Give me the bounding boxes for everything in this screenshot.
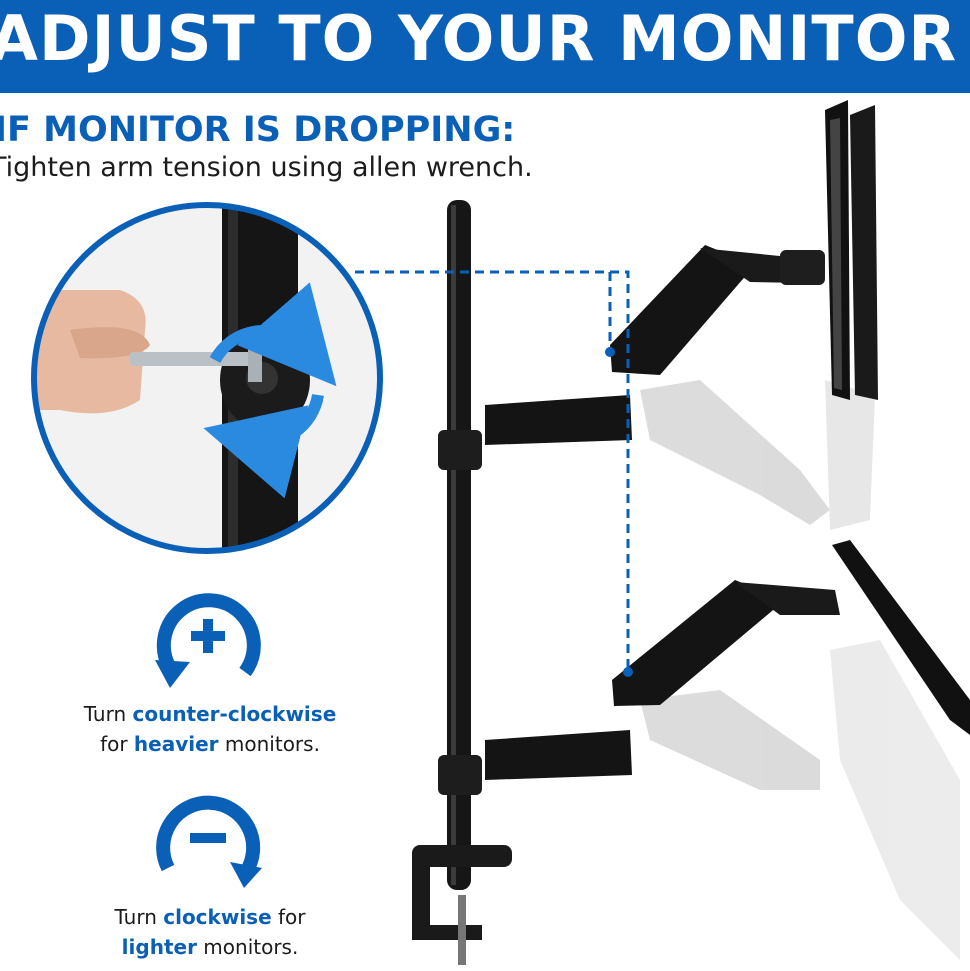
- lighter-caption: Turn clockwise for lighter monitors.: [40, 902, 380, 962]
- warning-subtitle: Tighten arm tension using allen wrench.: [0, 152, 533, 183]
- caption-text: Turn: [114, 905, 164, 929]
- caption-emphasis: heavier: [133, 732, 219, 756]
- monitor-top: [825, 100, 878, 400]
- upper-arm: [485, 245, 825, 445]
- caption-text: monitors.: [196, 935, 299, 959]
- guide-dot: [623, 667, 633, 677]
- caption-emphasis: counter-clockwise: [132, 702, 337, 726]
- ghost-monitor-arm: [640, 380, 960, 960]
- header-banner: ADJUST TO YOUR MONITOR: [0, 0, 970, 93]
- monitor-bottom: [832, 540, 970, 735]
- caption-emphasis: clockwise: [163, 905, 272, 929]
- guide-dot: [605, 347, 615, 357]
- mounting-pole: [412, 200, 512, 965]
- warning-title: IF MONITOR IS DROPPING:: [0, 110, 516, 150]
- heavier-caption: Turn counter-clockwise for heavier monit…: [40, 699, 380, 759]
- lower-arm: [485, 580, 840, 780]
- caption-text: Turn: [83, 702, 133, 726]
- guide-dashes: [355, 270, 630, 672]
- caption-text: monitors.: [218, 732, 320, 756]
- zoom-detail: [31, 202, 383, 554]
- caption-text: for: [100, 732, 134, 756]
- banner-title: ADJUST TO YOUR MONITOR: [0, 2, 958, 75]
- caption-emphasis: lighter: [121, 935, 197, 959]
- caption-text: for: [271, 905, 306, 929]
- plus-rotate-icon: [155, 593, 261, 688]
- minus-rotate-icon: [156, 795, 262, 888]
